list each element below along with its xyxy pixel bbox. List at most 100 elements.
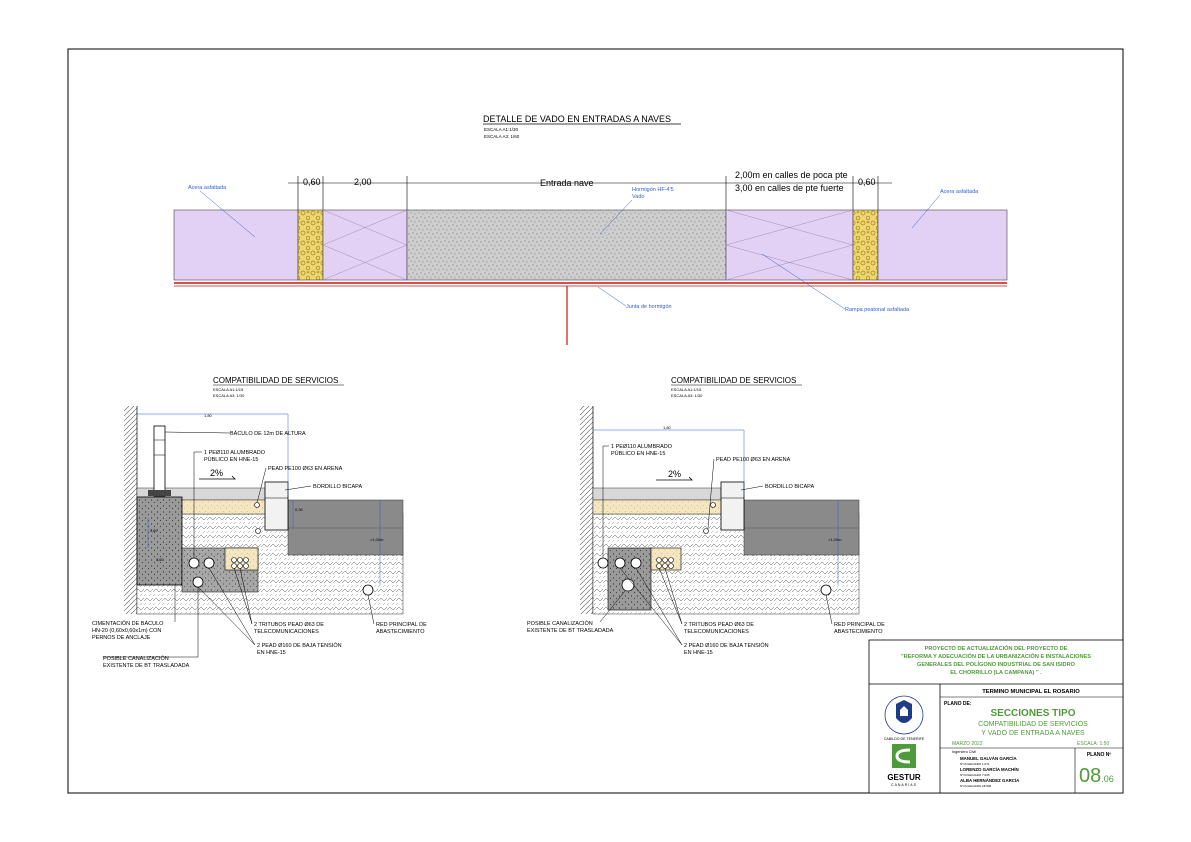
road-right bbox=[743, 499, 860, 556]
label-cimentacion-3: PERNOS DE ANCLAJE bbox=[92, 635, 151, 641]
pipe-pead160-right-2 bbox=[630, 557, 642, 569]
section-left-dim-030: 0,30 bbox=[295, 507, 304, 512]
engineers-label: Ingeniero Civil bbox=[952, 750, 976, 754]
pipe-bt-right bbox=[621, 578, 635, 592]
label-hormigon-2: Vado bbox=[632, 194, 644, 200]
label-pead160-left-1: 2 PEAD Ø160 DE BAJA TENSIÓN bbox=[257, 642, 342, 649]
acera-left bbox=[173, 209, 299, 281]
engineer-2-col: N°COLEGIADO 7.665 bbox=[960, 773, 990, 777]
dim-right-line2: 3,00 en calles de pte fuerte bbox=[735, 183, 844, 193]
section-right-dim-depth: >1,00m bbox=[828, 537, 842, 542]
sheet-border bbox=[67, 48, 1124, 794]
label-hormigon-1: Hormigón HF-4'5 bbox=[632, 187, 674, 193]
vado-scale-a1: ESCALA A1:1/30 bbox=[484, 127, 519, 132]
label-pead160-right-2: EN HNE-15 bbox=[684, 650, 713, 656]
vado-concrete bbox=[406, 209, 727, 281]
road-left bbox=[287, 499, 404, 556]
baculo-post bbox=[153, 425, 166, 497]
section-right: COMPATIBILIDAD DE SERVICIOS ESCALA A1:1/… bbox=[527, 376, 885, 656]
label-bordillo-right: BORDILLO BICAPA bbox=[765, 484, 814, 490]
tritubos-right bbox=[656, 557, 674, 569]
section-left-dim-small1: 0,60 bbox=[150, 529, 157, 533]
bordillo-left-sec bbox=[264, 481, 289, 531]
project-line-4: EL CHORRILLO (LA CAMPANA) " . bbox=[950, 670, 1042, 676]
plano-no-label: PLANO Nº bbox=[1087, 752, 1112, 758]
label-cimentacion-1: CIMENTACIÓN DE BÁCULO bbox=[92, 620, 164, 627]
cabildo-logo: CABILDO DE TENERIFE bbox=[884, 695, 925, 741]
label-tritubos-left-2: TELECOMUNICACIONES bbox=[254, 629, 319, 635]
municipality: TERMINO MUNICIPAL EL ROSARIO bbox=[982, 689, 1080, 695]
section-left-title: COMPATIBILIDAD DE SERVICIOS bbox=[213, 376, 338, 385]
label-cimentacion-2: HN-20 (0,60x0,60x1m) CON bbox=[92, 628, 161, 634]
vado-detail: DETALLE DE VADO EN ENTRADAS A NAVES ESCA… bbox=[173, 114, 1008, 345]
dim-060-left: 0,60 bbox=[303, 177, 321, 187]
label-tritubos-right-2: TELECOMUNICACIONES bbox=[684, 629, 749, 635]
label-red-right-2: ABASTECIMIENTO bbox=[834, 629, 883, 635]
plano-no-main: 08.06 bbox=[1079, 765, 1114, 787]
label-posible-left-2: EXISTENTE DE BT TRASLADADA bbox=[103, 663, 190, 669]
section-left-dim-width: 1,80 bbox=[204, 413, 213, 418]
engineer-3-col: N°COLEGIADO 28.606 bbox=[960, 784, 992, 788]
dim-200-left: 2,00 bbox=[354, 177, 372, 187]
pipe-red-abastecimiento-right bbox=[820, 584, 832, 596]
engineer-1: MANUEL GALVÁN GARCÍA bbox=[960, 756, 1017, 761]
label-pe110-right-2: PÚBLICO EN HNE-15 bbox=[611, 450, 665, 457]
pipe-pead160-left-2 bbox=[192, 576, 204, 588]
section-left-scale-a3: ESCALA A3: 1/30 bbox=[213, 393, 245, 398]
label-posible-right-1: POSIBLE CANALIZACIÓN bbox=[527, 620, 593, 627]
label-pead-pe100-left: PEAD PE100 Ø63 EN ARENA bbox=[268, 466, 343, 472]
gestur-logo: GESTUR CANARIAS bbox=[887, 744, 921, 787]
label-pe110-left-1: 1 PEØ110 ALUMBRADO bbox=[204, 450, 266, 456]
engineer-2: LORENZO GARCÍA MACHÍN bbox=[960, 767, 1019, 772]
section-left-scale-a1: ESCALA A1:1/15 bbox=[213, 387, 244, 392]
cabildo-logo-text: CABILDO DE TENERIFE bbox=[884, 737, 925, 741]
bordillo-right bbox=[852, 209, 879, 281]
pipe-pead160-right-1 bbox=[614, 557, 626, 569]
label-red-left-1: RED PRINCIPAL DE bbox=[376, 622, 427, 628]
rampa-left bbox=[322, 209, 408, 281]
bordillo-left bbox=[297, 209, 324, 281]
pipe-pe110-left bbox=[188, 557, 200, 569]
pipe-pead160-left-1 bbox=[203, 557, 215, 569]
label-bordillo-left: BORDILLO BICAPA bbox=[313, 484, 362, 490]
dim-entrada-nave: Entrada nave bbox=[540, 178, 594, 188]
plano-de-label: PLANO DE: bbox=[944, 701, 972, 707]
section-right-scale-a1: ESCALA A1:1/15 bbox=[671, 387, 702, 392]
label-red-right-1: RED PRINCIPAL DE bbox=[834, 622, 885, 628]
label-junta: Junta de hormigón bbox=[626, 304, 672, 310]
acera-right bbox=[877, 209, 1008, 281]
plan-subtitle-1: COMPATIBILIDAD DE SERVICIOS bbox=[978, 721, 1088, 728]
label-posible-right-2: EXISTENTE DE BT TRASLADADA bbox=[527, 628, 614, 634]
project-line-3: GENERALES DEL POLÍGONO INDUSTRIAL DE SAN… bbox=[917, 660, 1076, 668]
label-posible-left-1: POSIBLE CANALIZACIÓN bbox=[103, 655, 169, 662]
bordillo-right-sec bbox=[720, 481, 745, 531]
dim-060-right: 0,60 bbox=[858, 177, 876, 187]
section-left: COMPATIBILIDAD DE SERVICIOS ESCALA A1:1/… bbox=[92, 376, 427, 669]
label-acera-left: Acera asfaltada bbox=[188, 185, 227, 191]
section-right-scale-a3: ESCALA A3: 1/30 bbox=[671, 393, 703, 398]
pipe-pe110-right bbox=[597, 557, 609, 569]
project-line-1: PROYECTO DE ACTUALIZACIÓN DEL PROYECTO D… bbox=[925, 644, 1068, 652]
wall-right bbox=[580, 406, 593, 614]
section-left-dim-small2: 0,60 bbox=[156, 558, 163, 562]
project-line-2: "REFORMA Y ADECUACIÓN DE LA URBANIZACIÓN… bbox=[901, 652, 1091, 660]
plan-date: MARZO 2022 bbox=[952, 741, 983, 747]
label-baculo: BÁCULO DE 12m DE ALTURA bbox=[230, 430, 306, 437]
section-left-dim-depth: >1,00m bbox=[370, 537, 384, 542]
dim-right-line1: 2,00m en calles de poca pte bbox=[735, 170, 848, 180]
section-right-slope: 2% bbox=[668, 469, 681, 479]
label-rampa: Rampa peatonal asfaltada bbox=[845, 307, 910, 313]
section-right-dim-width: 1,80 bbox=[663, 425, 672, 430]
engineer-1-col: N°COLEGIADO 1.071 bbox=[960, 762, 990, 766]
vado-detail-title: DETALLE DE VADO EN ENTRADAS A NAVES bbox=[483, 114, 671, 124]
title-block: PROYECTO DE ACTUALIZACIÓN DEL PROYECTO D… bbox=[868, 639, 1124, 794]
plan-scale: ESCALA: 1:50 bbox=[1077, 741, 1109, 747]
label-tritubos-right-1: 2 TRITUBOS PEAD Ø63 DE bbox=[684, 622, 754, 628]
label-pead160-left-2: EN HNE-15 bbox=[257, 650, 286, 656]
section-left-slope: 2% bbox=[210, 468, 223, 478]
cimentacion-baculo bbox=[136, 496, 183, 586]
section-right-title: COMPATIBILIDAD DE SERVICIOS bbox=[671, 376, 796, 385]
plan-title: SECCIONES TIPO bbox=[990, 708, 1075, 719]
label-red-left-2: ABASTECIMIENTO bbox=[376, 629, 425, 635]
